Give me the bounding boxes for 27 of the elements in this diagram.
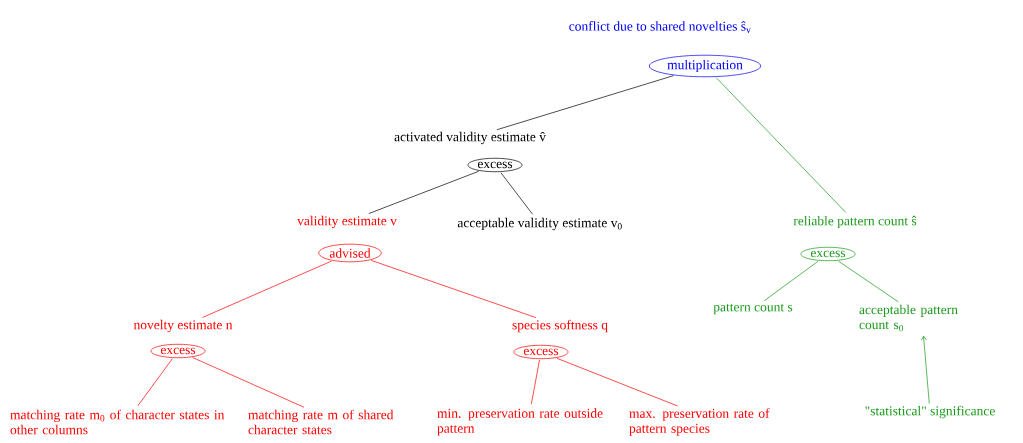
connector-line: [368, 170, 480, 214]
connector-line: [192, 357, 305, 408]
node-heading: validity estimate v: [297, 215, 397, 229]
connector-line: [370, 260, 537, 318]
node-heading: novelty estimate n: [133, 319, 233, 333]
leaf-label: min. preservation rate outside pattern: [437, 408, 603, 436]
leaf-label: matching rate m of shared character states: [248, 409, 394, 435]
leaf-label: acceptable validity estimate v$_{0}$: [457, 217, 622, 231]
connector-line: [530, 359, 540, 405]
connector-line: [715, 77, 847, 213]
leaf-label: pattern count s: [713, 303, 793, 315]
connector-line: [763, 260, 819, 302]
node-heading: activated validity estimate v̂: [394, 131, 546, 145]
connector-line: [556, 357, 678, 407]
node-heading: reliable pattern count ŝ: [793, 215, 917, 229]
node-heading: conflict due to shared novelties ŝ$_{v}$: [569, 21, 751, 33]
leaf-label: max. preservation rate of pattern species: [629, 408, 770, 436]
connector-line: [137, 358, 173, 407]
leaf-label: "statistical" significance: [865, 405, 995, 419]
connector-line: [202, 260, 332, 318]
leaf-label: acceptable pattern count s$_{0}$: [859, 304, 958, 332]
arrow: [921, 335, 930, 404]
connector-line: [496, 75, 674, 131]
connector-line: [838, 260, 899, 303]
connector-line: [500, 172, 533, 215]
leaf-label: matching rate m$_{0}$ of character states in other columns: [10, 409, 225, 435]
node-heading: species softness q: [512, 319, 608, 333]
